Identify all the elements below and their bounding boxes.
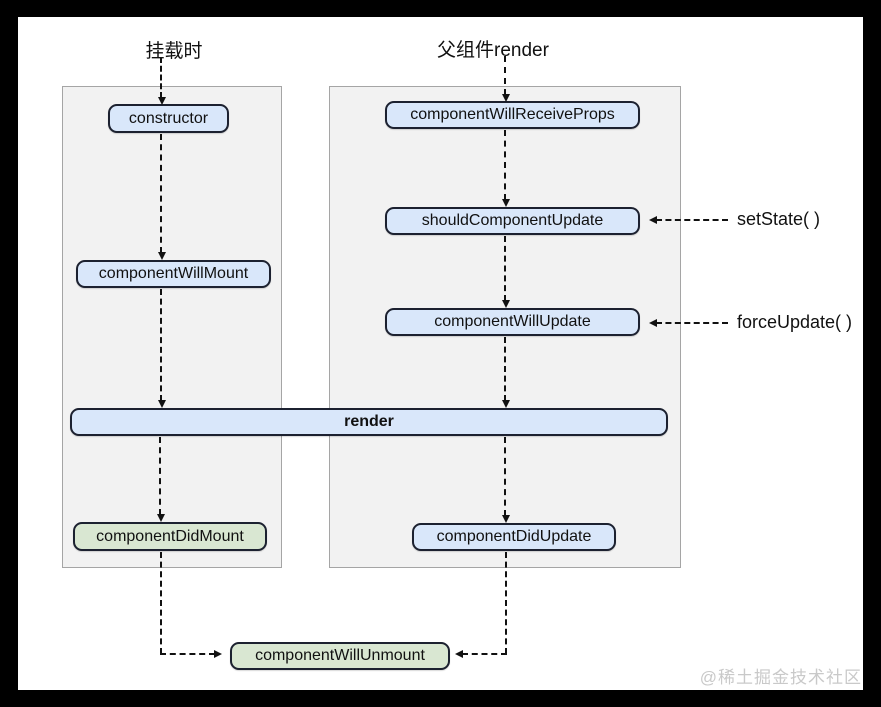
arrow-force-update-to-will-update — [649, 319, 728, 327]
arrow-render-to-did-mount — [157, 437, 165, 522]
force-update-label: forceUpdate( ) — [737, 312, 853, 332]
arrow-will-update-to-render — [502, 337, 510, 408]
watermark: @稀土掘金技术社区 — [699, 668, 862, 687]
arrow-set-state-to-should-update — [649, 216, 728, 224]
node-constructor: constructor — [108, 104, 229, 133]
node-component-will-update: componentWillUpdate — [385, 308, 640, 336]
arrow-did-mount-elbow-vertical — [160, 552, 162, 654]
arrow-constructor-to-will-mount — [158, 134, 166, 260]
arrow-did-mount-to-unmount — [160, 650, 222, 658]
node-component-will-receive-props: componentWillReceiveProps — [385, 101, 640, 129]
node-component-did-mount: componentDidMount — [73, 522, 267, 551]
lifecycle-diagram-canvas: 挂载时 父组件render constructor componentWillM… — [18, 17, 863, 690]
node-component-did-update: componentDidUpdate — [412, 523, 616, 551]
arrow-parent-render-title-to-receive-props — [502, 56, 510, 102]
set-state-label: setState( ) — [737, 209, 821, 229]
arrow-mount-title-to-constructor — [158, 57, 166, 105]
arrow-receive-props-to-should-update — [502, 130, 510, 207]
node-component-will-mount: componentWillMount — [76, 260, 271, 288]
arrow-did-update-elbow-vertical — [505, 552, 507, 654]
arrow-did-update-to-unmount — [455, 650, 507, 658]
parent-render-title: 父组件render — [437, 40, 549, 61]
mount-phase-title: 挂载时 — [145, 41, 203, 62]
node-render: render — [70, 408, 668, 436]
node-should-component-update: shouldComponentUpdate — [385, 207, 640, 235]
arrow-will-mount-to-render — [158, 289, 166, 408]
mount-phase-container — [62, 86, 282, 568]
arrow-render-to-did-update — [502, 437, 510, 523]
arrow-should-update-to-will-update — [502, 236, 510, 308]
node-component-will-unmount: componentWillUnmount — [230, 642, 450, 670]
